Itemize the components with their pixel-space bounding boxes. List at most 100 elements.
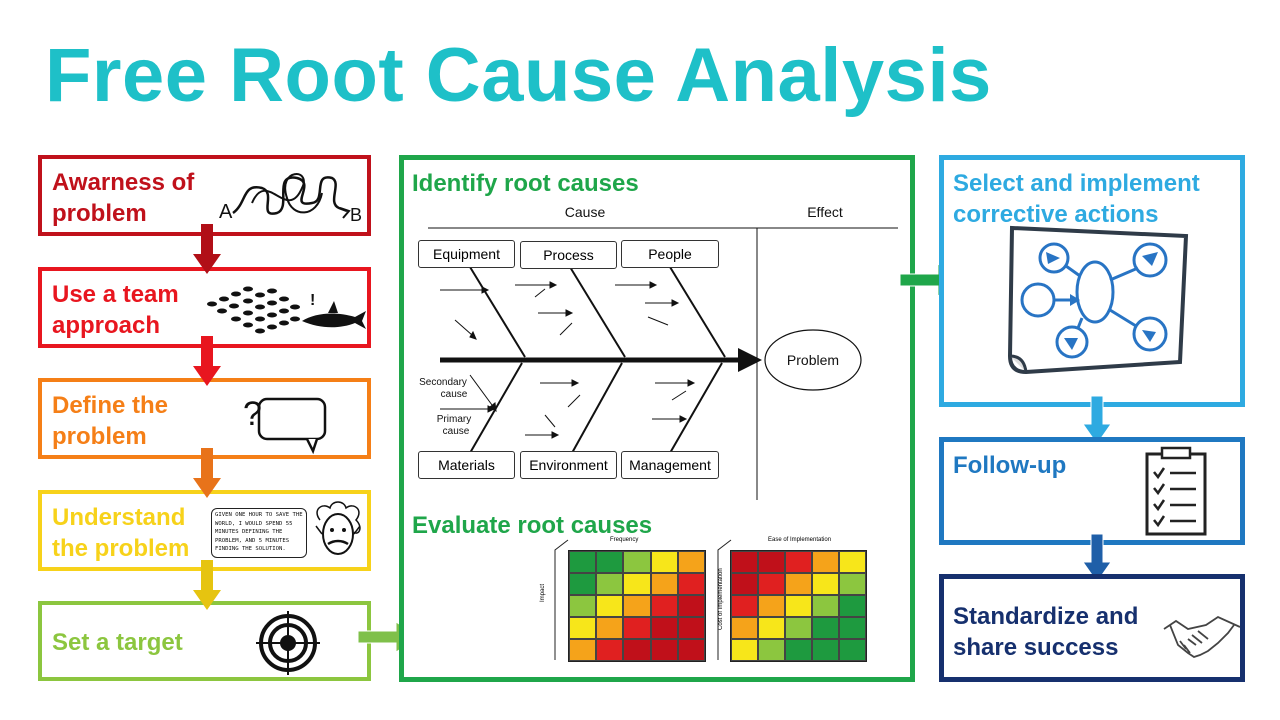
matrix-cell (623, 639, 651, 661)
matrix-right-top-label: Ease of Implementation (768, 537, 832, 543)
matrix-cell (785, 617, 812, 639)
identify-title: Identify root causes (412, 170, 639, 197)
matrix-cell (569, 639, 597, 661)
matrix-cell (569, 595, 597, 617)
step-standardize: Standardize and share success (939, 574, 1245, 682)
step-understand-line1: Understand (52, 504, 186, 531)
matrix-cell (650, 639, 678, 661)
matrix-cell (569, 617, 597, 639)
step-standardize-line2: share success (953, 634, 1119, 661)
step-corrective-line1: Select and implement (953, 170, 1200, 197)
matrix-cell (812, 639, 839, 661)
step-follow-up: Follow-up (939, 437, 1245, 545)
handshake-icon (1163, 615, 1241, 658)
matrix-cell (677, 551, 705, 573)
cause-environment: Environment (520, 451, 617, 479)
matrix-cell (758, 573, 785, 595)
step-define: Define the problem ? (38, 378, 371, 459)
primary-cause-label-2: cause (443, 426, 470, 437)
cause-equipment: Equipment (418, 240, 515, 268)
matrix-cell (650, 551, 678, 573)
matrix-cell (812, 595, 839, 617)
matrix-cell (596, 595, 624, 617)
einstein-quote: GIVEN ONE HOUR TO SAVE THE WORLD, I WOUL… (211, 508, 307, 558)
matrix-cell (731, 551, 758, 573)
shark-icon: ! (302, 292, 366, 329)
arrow-down-icon (1082, 396, 1112, 445)
matrix-cell (650, 617, 678, 639)
matrix-cell (596, 573, 624, 595)
step-understand-line2: the problem (52, 535, 190, 562)
matrix-cell (596, 617, 624, 639)
secondary-cause-label: Secondary (419, 377, 467, 388)
fishbone-diagram: Cause Effect Problem Secondary cause Pri… (419, 204, 898, 500)
matrix-cell (839, 551, 866, 573)
matrix-left-side-label: Impact (540, 583, 546, 602)
arrow-down-icon (1082, 534, 1112, 583)
matrix-left-top-label: Frequency (610, 537, 639, 543)
step-awareness: Awarness of problem A B (38, 155, 371, 236)
matrix-cell (839, 639, 866, 661)
matrix-left-bracket (554, 539, 569, 660)
tangle-icon: A B (219, 173, 362, 225)
tangle-a-label: A (219, 201, 233, 223)
matrix-cell (623, 617, 651, 639)
mind-map-icon (1007, 225, 1189, 375)
problem-label: Problem (787, 352, 839, 368)
tangle-b-label: B (350, 205, 362, 225)
matrix-cell (785, 573, 812, 595)
step-define-line2: problem (52, 423, 147, 450)
arrow-down-icon (193, 560, 221, 610)
matrix-left (568, 550, 706, 662)
fish-school-icon (207, 286, 300, 334)
matrix-cell (839, 595, 866, 617)
arrow-down-icon (193, 224, 221, 274)
einstein-icon (315, 501, 361, 555)
matrix-cell (731, 573, 758, 595)
matrix-cell (596, 639, 624, 661)
matrix-cell (623, 595, 651, 617)
arrow-down-icon (193, 448, 221, 498)
matrix-cell (677, 639, 705, 661)
matrix-cell (569, 551, 597, 573)
matrix-cell (839, 573, 866, 595)
step-corrective-actions: Select and implement corrective actions (939, 155, 1245, 407)
effect-header: Effect (807, 204, 843, 220)
matrix-cell (677, 595, 705, 617)
matrix-cell (785, 595, 812, 617)
matrix-cell (812, 617, 839, 639)
step-team-line1: Use a team (52, 281, 179, 308)
cause-header: Cause (565, 204, 606, 220)
page-title: Free Root Cause Analysis (45, 33, 992, 118)
matrix-cell (839, 617, 866, 639)
matrix-cell (758, 595, 785, 617)
cause-people: People (621, 240, 719, 268)
secondary-cause-label-2: cause (441, 389, 468, 400)
step-standardize-line1: Standardize and (953, 603, 1139, 630)
step-follow-up-line1: Follow-up (953, 452, 1067, 479)
step-understand: Understand the problem GIVEN ONE HOUR TO… (38, 490, 371, 571)
matrix-cell (731, 595, 758, 617)
matrix-cell (623, 551, 651, 573)
matrix-cell (731, 617, 758, 639)
matrix-cell (569, 573, 597, 595)
speech-bubble-icon: ? (243, 395, 327, 455)
matrix-cell (758, 617, 785, 639)
matrix-cell (758, 551, 785, 573)
step-awareness-line1: Awarness of (52, 169, 195, 196)
matrix-cell (677, 617, 705, 639)
svg-text:?: ? (243, 395, 262, 433)
matrix-cell (623, 573, 651, 595)
cause-materials: Materials (418, 451, 515, 479)
matrix-right (730, 550, 867, 662)
matrix-cell (650, 573, 678, 595)
matrix-cell (785, 551, 812, 573)
matrix-cell (596, 551, 624, 573)
cause-management: Management (621, 451, 719, 479)
cause-process: Process (520, 241, 617, 269)
evaluate-title: Evaluate root causes (412, 512, 653, 539)
matrix-cell (677, 573, 705, 595)
target-icon (256, 611, 320, 675)
matrix-cell (812, 573, 839, 595)
svg-text:!: ! (310, 292, 315, 309)
